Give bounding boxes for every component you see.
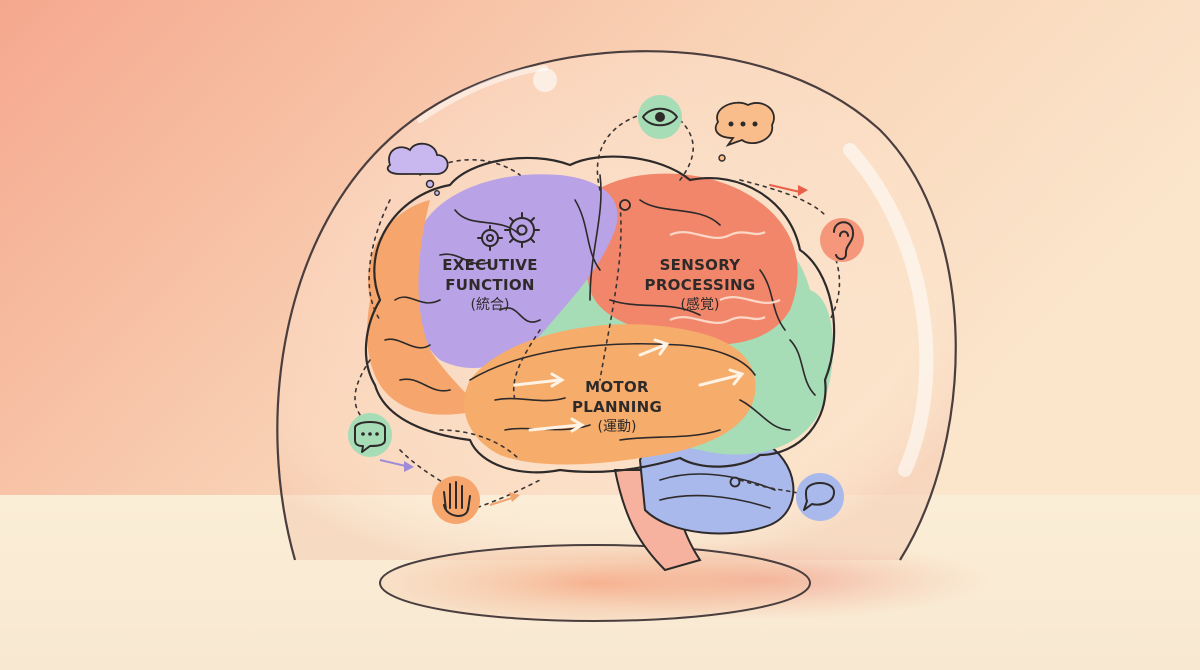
frontal-lobe-region bbox=[367, 200, 480, 415]
sensory-label-sub: (感覚) bbox=[681, 296, 720, 313]
message-bubble-icon bbox=[796, 473, 844, 521]
sensory-processing-region bbox=[580, 173, 798, 345]
motor-label-sub: (運動) bbox=[598, 419, 637, 435]
chat-bubble-icon bbox=[348, 413, 392, 457]
hand-icon bbox=[432, 476, 480, 524]
sensory-wave-lines bbox=[669, 231, 781, 324]
connector-paths bbox=[354, 114, 841, 511]
executive-label-line1: EXECUTIVE bbox=[442, 256, 538, 274]
sensory-label-line2: PROCESSING bbox=[645, 276, 756, 294]
motor-label-line1: MOTOR bbox=[585, 378, 649, 396]
dome-base bbox=[379, 544, 811, 622]
connector-node bbox=[619, 199, 631, 211]
eye-icon bbox=[638, 95, 682, 139]
ear-icon bbox=[820, 218, 864, 262]
speech-bubble-icon bbox=[714, 101, 775, 162]
motor-flow-arrows bbox=[513, 338, 745, 433]
brain-folds bbox=[384, 174, 816, 441]
thought-cloud-icon bbox=[386, 142, 449, 196]
brain-outline bbox=[364, 155, 836, 474]
motor-label-line2: PLANNING bbox=[572, 398, 662, 416]
sensory-label-line1: SENSORY bbox=[660, 256, 742, 274]
executive-label-line2: FUNCTION bbox=[445, 276, 535, 294]
executive-function-region bbox=[411, 174, 618, 369]
gears-icon bbox=[477, 212, 540, 251]
connector-node bbox=[729, 476, 741, 488]
executive-label-sub: (統合) bbox=[471, 297, 510, 313]
